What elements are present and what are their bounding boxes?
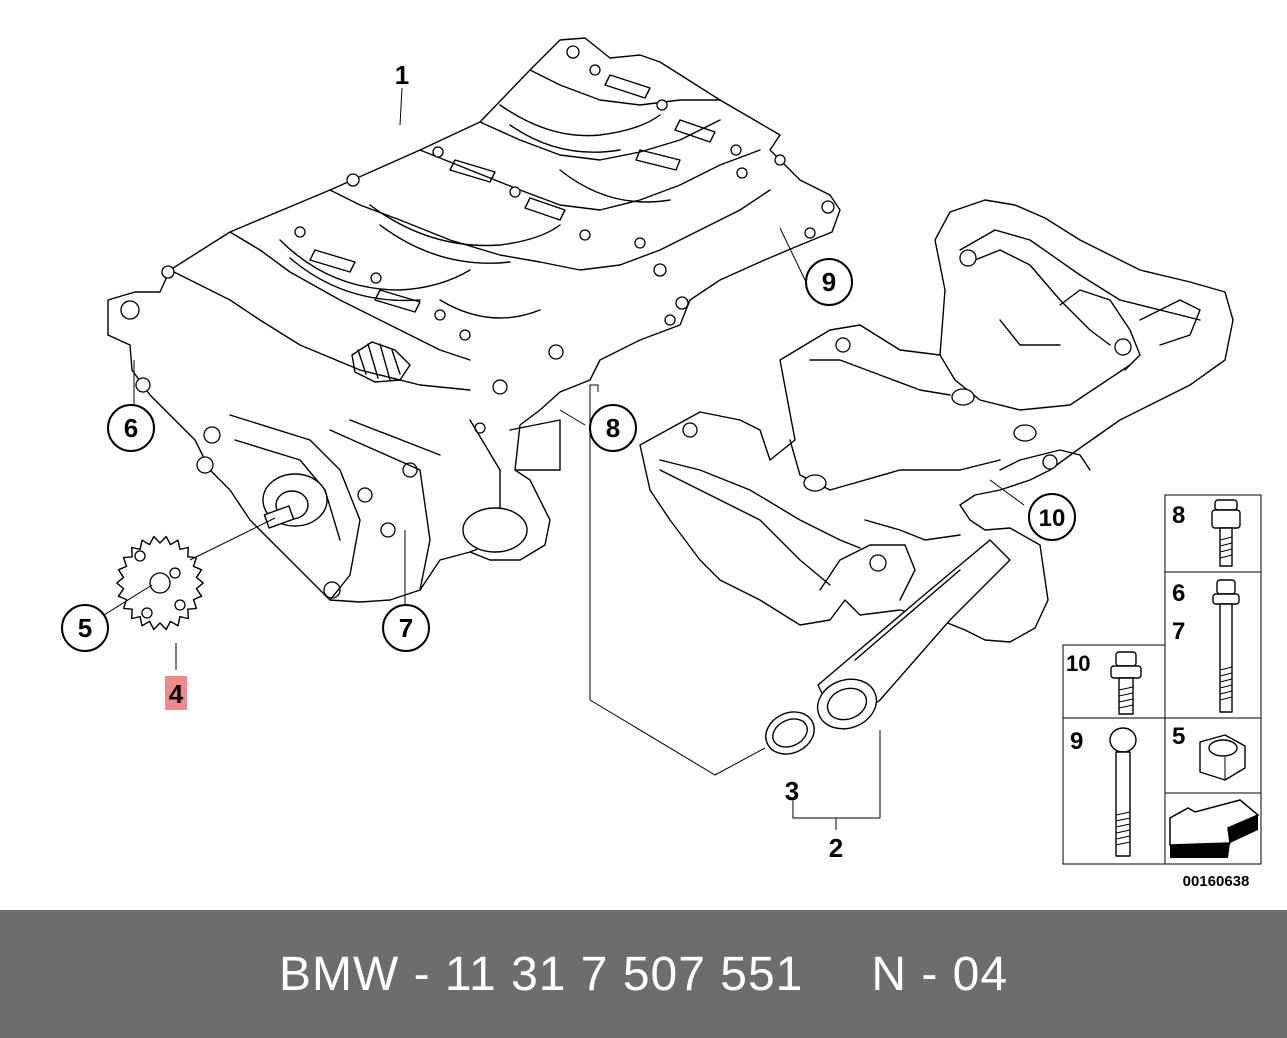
callout-5: 5	[78, 613, 92, 643]
table-label-6: 6	[1172, 580, 1185, 607]
table-label-8: 8	[1172, 502, 1185, 529]
table-label-9: 9	[1070, 728, 1083, 755]
callout-circle-5	[61, 604, 109, 652]
highlight-4	[165, 676, 187, 710]
footer-bar: BMW - 11 31 7 507 551 N - 04	[0, 910, 1287, 1038]
arrow-icon	[1169, 799, 1260, 858]
callout-10: 10	[1039, 505, 1066, 532]
callout-2: 2	[829, 833, 843, 863]
callouts: 1 9 6 8 10 5 7 4 3 2	[61, 60, 1076, 863]
diagram-number: 00160638	[1183, 873, 1250, 890]
callout-3: 3	[785, 776, 799, 806]
callout-circle-6	[107, 404, 155, 452]
balancer-shaft-housing	[107, 37, 841, 603]
bolt-9-icon	[1109, 727, 1137, 857]
position-text: N - 04	[871, 947, 1009, 1001]
callout-circle-10	[1028, 493, 1076, 541]
oil-sump-tray	[639, 199, 1234, 755]
callout-9: 9	[822, 267, 836, 297]
nut-5-icon	[1199, 734, 1246, 781]
leader-lines	[95, 87, 1025, 830]
fastener-table: 8 6 7 10 9 5	[1062, 494, 1262, 890]
bolt-8-icon	[1211, 499, 1241, 567]
bolt-6-7-icon	[1212, 579, 1240, 713]
sprocket-gear	[116, 535, 204, 631]
callout-circle-9	[805, 258, 853, 306]
callout-4: 4	[169, 679, 184, 709]
table-label-5: 5	[1172, 723, 1185, 750]
table-label-7: 7	[1172, 618, 1185, 645]
parts-diagram: 1 9 6 8 10 5 7 4 3 2 8 6 7 10 9 5	[61, 37, 1262, 890]
bolt-10-icon	[1110, 651, 1142, 715]
callout-7: 7	[399, 613, 413, 643]
callout-1: 1	[395, 60, 409, 90]
callout-6: 6	[124, 413, 138, 443]
callout-8: 8	[606, 413, 620, 443]
callout-circle-8	[589, 404, 637, 452]
table-label-10: 10	[1066, 651, 1090, 676]
callout-circle-7	[382, 604, 430, 652]
part-number-text: BMW - 11 31 7 507 551	[278, 947, 804, 1001]
